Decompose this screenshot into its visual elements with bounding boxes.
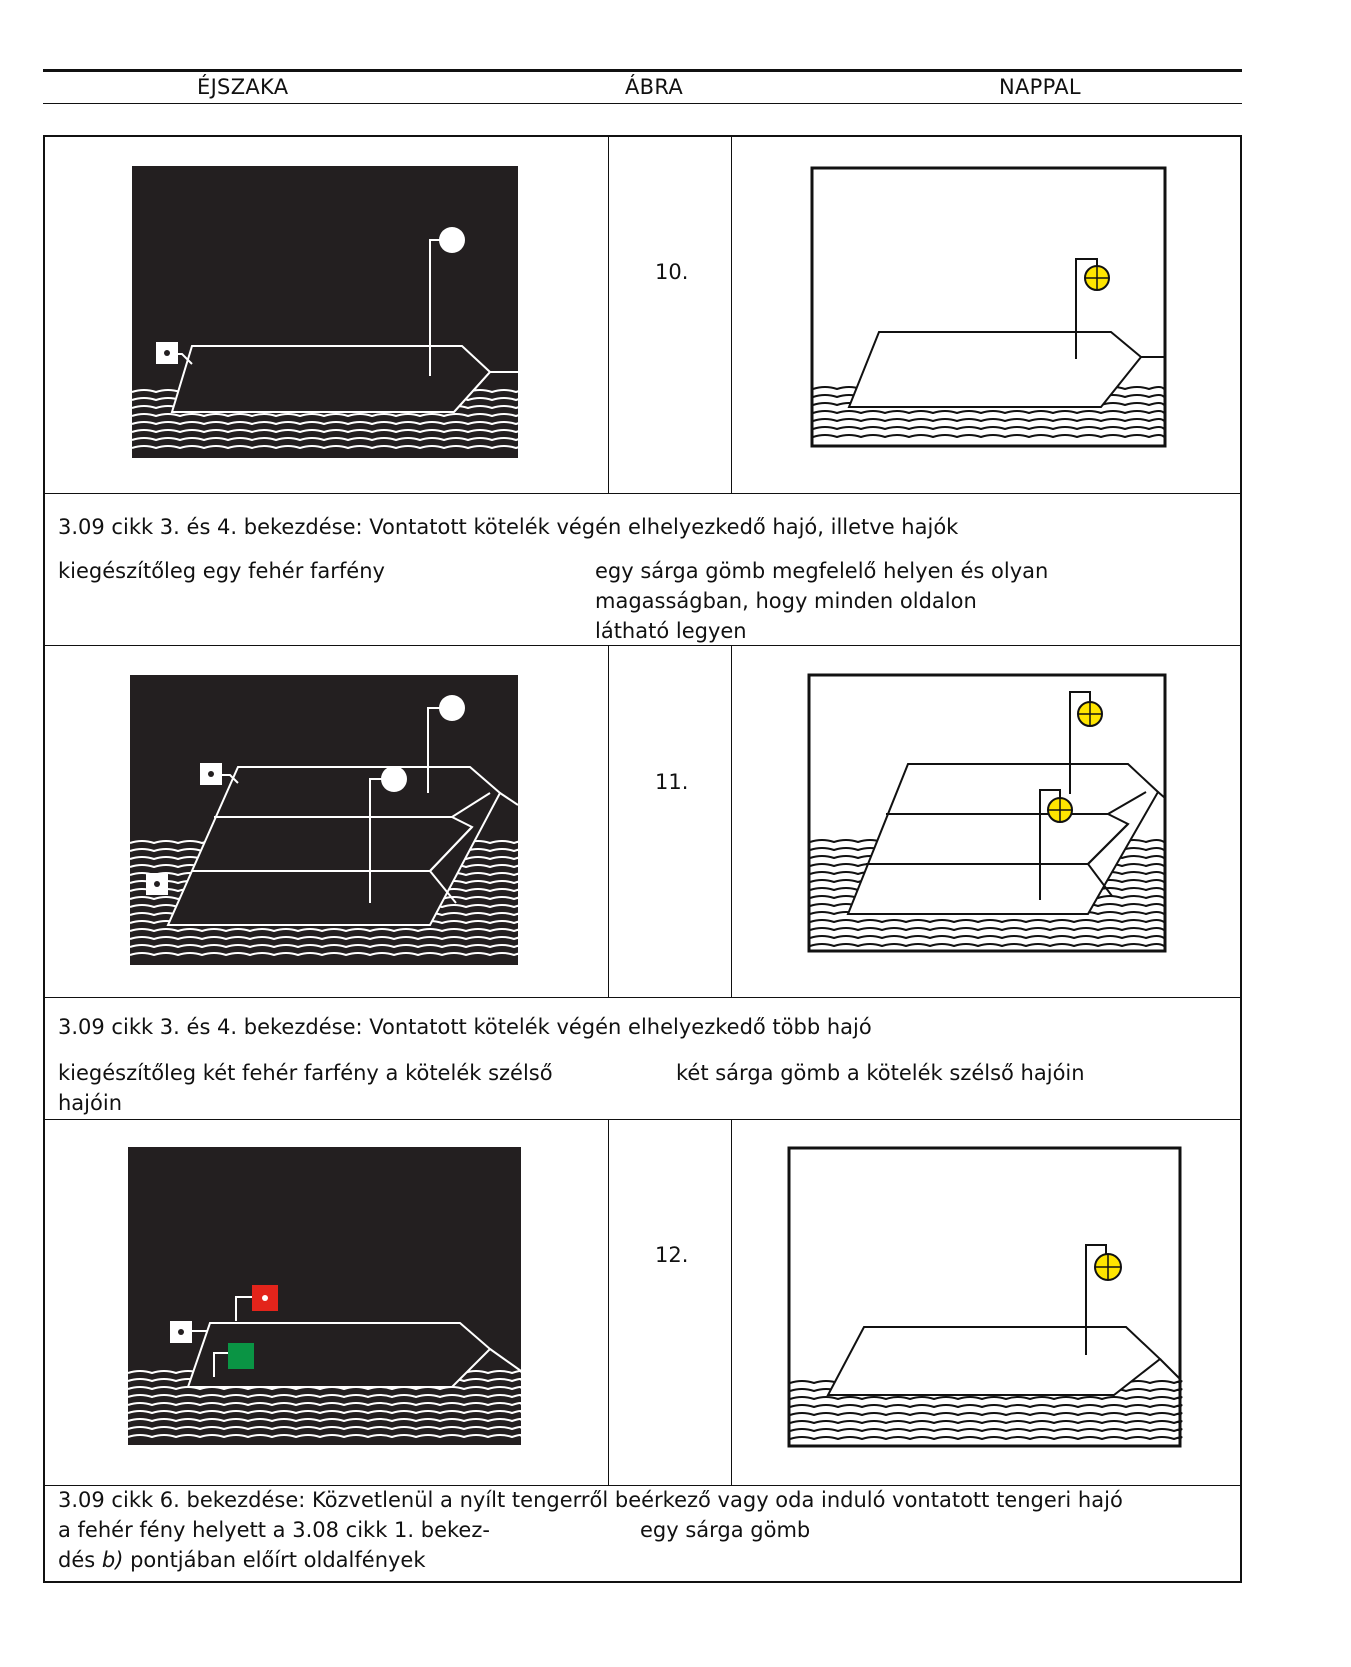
wave-line bbox=[789, 1404, 1183, 1409]
wave-line bbox=[131, 421, 524, 426]
wave-line bbox=[129, 928, 523, 933]
wave-line bbox=[789, 1420, 1183, 1425]
header-top-rule bbox=[43, 69, 1242, 72]
wave-line bbox=[129, 936, 523, 941]
caption-12-night-2-prefix: dés bbox=[58, 1548, 102, 1572]
wave-line bbox=[127, 1426, 523, 1431]
table-border-top bbox=[43, 135, 1242, 137]
wave-line bbox=[127, 1434, 523, 1439]
wave-line bbox=[789, 1436, 1183, 1441]
header-day: NAPPAL bbox=[999, 75, 1081, 99]
wave-line bbox=[131, 429, 524, 434]
wave-line bbox=[809, 927, 1165, 932]
wave-line bbox=[812, 434, 1165, 439]
caption-11-night-2: hajóin bbox=[58, 1091, 123, 1115]
column-divider bbox=[731, 135, 732, 493]
column-divider bbox=[608, 645, 609, 997]
figure-11-night bbox=[129, 675, 523, 965]
caption-11-night-1: kiegészítőleg két fehér farfény a kötelé… bbox=[58, 1061, 553, 1085]
row-divider bbox=[43, 645, 1242, 646]
caption-12-night-2-italic: b) bbox=[101, 1548, 124, 1572]
caption-12-night-2-suffix: pontjában előírt oldalfények bbox=[123, 1548, 426, 1572]
row-divider bbox=[43, 997, 1242, 998]
figure-10-night bbox=[131, 166, 524, 458]
column-divider bbox=[731, 1119, 732, 1485]
wave-line bbox=[812, 410, 1165, 415]
wave-line bbox=[812, 426, 1165, 431]
column-divider bbox=[608, 1119, 609, 1485]
wave-line bbox=[809, 919, 1165, 924]
table-border-right bbox=[1240, 135, 1242, 1583]
wave-line bbox=[131, 437, 524, 442]
caption-10-night: kiegészítőleg egy fehér farfény bbox=[58, 559, 385, 583]
header-night: ÉJSZAKA bbox=[197, 75, 289, 99]
caption-12-day: egy sárga gömb bbox=[640, 1518, 811, 1542]
figure-number-10: 10. bbox=[655, 260, 689, 284]
white-light-icon bbox=[439, 227, 465, 253]
white-light-icon bbox=[381, 766, 407, 792]
wave-line bbox=[789, 1428, 1183, 1433]
wave-line bbox=[789, 1412, 1183, 1417]
wave-line bbox=[127, 1394, 523, 1399]
wave-line bbox=[789, 1396, 1183, 1401]
wave-line bbox=[127, 1418, 523, 1423]
wave-line bbox=[812, 418, 1165, 423]
caption-12-night-1: a fehér fény helyett a 3.08 cikk 1. beke… bbox=[58, 1518, 490, 1542]
column-divider bbox=[608, 135, 609, 493]
figure-number-12: 12. bbox=[655, 1243, 689, 1267]
caption-10-day-3: látható legyen bbox=[595, 619, 747, 643]
wave-line bbox=[127, 1402, 523, 1407]
figure-11-day bbox=[807, 673, 1167, 953]
caption-11: 3.09 cikk 3. és 4. bekezdése: Vontatott … bbox=[58, 1015, 872, 1039]
caption-11-day: két sárga gömb a kötelék szélső hajóin bbox=[676, 1061, 1085, 1085]
caption-10-day-2: magasságban, hogy minden oldalon bbox=[595, 589, 977, 613]
wave-line bbox=[809, 935, 1165, 940]
white-light-icon bbox=[439, 695, 465, 721]
figure-12-day bbox=[787, 1146, 1183, 1448]
caption-12-night-2: dés b) pontjában előírt oldalfények bbox=[58, 1545, 426, 1575]
header-figure: ÁBRA bbox=[625, 75, 684, 99]
column-divider bbox=[731, 645, 732, 997]
caption-10: 3.09 cikk 3. és 4. bekezdése: Vontatott … bbox=[58, 515, 959, 539]
figure-number-11: 11. bbox=[655, 770, 689, 794]
wave-line bbox=[127, 1410, 523, 1415]
header-bottom-rule bbox=[43, 103, 1242, 104]
wave-line bbox=[809, 943, 1165, 948]
wave-line bbox=[129, 952, 523, 957]
table-border-left bbox=[43, 135, 45, 1583]
row-divider bbox=[43, 493, 1242, 494]
green-side-light-icon bbox=[228, 1343, 254, 1369]
row-divider bbox=[43, 1119, 1242, 1120]
caption-12: 3.09 cikk 6. bekezdése: Közvetlenül a ny… bbox=[58, 1488, 1123, 1512]
figure-12-night bbox=[127, 1147, 523, 1445]
wave-line bbox=[131, 413, 524, 418]
table-border-bottom bbox=[43, 1581, 1242, 1583]
row-divider bbox=[43, 1485, 1242, 1486]
wave-line bbox=[131, 445, 524, 450]
figure-10-day bbox=[810, 166, 1167, 448]
wave-line bbox=[129, 944, 523, 949]
caption-10-day-1: egy sárga gömb megfelelő helyen és olyan bbox=[595, 559, 1049, 583]
